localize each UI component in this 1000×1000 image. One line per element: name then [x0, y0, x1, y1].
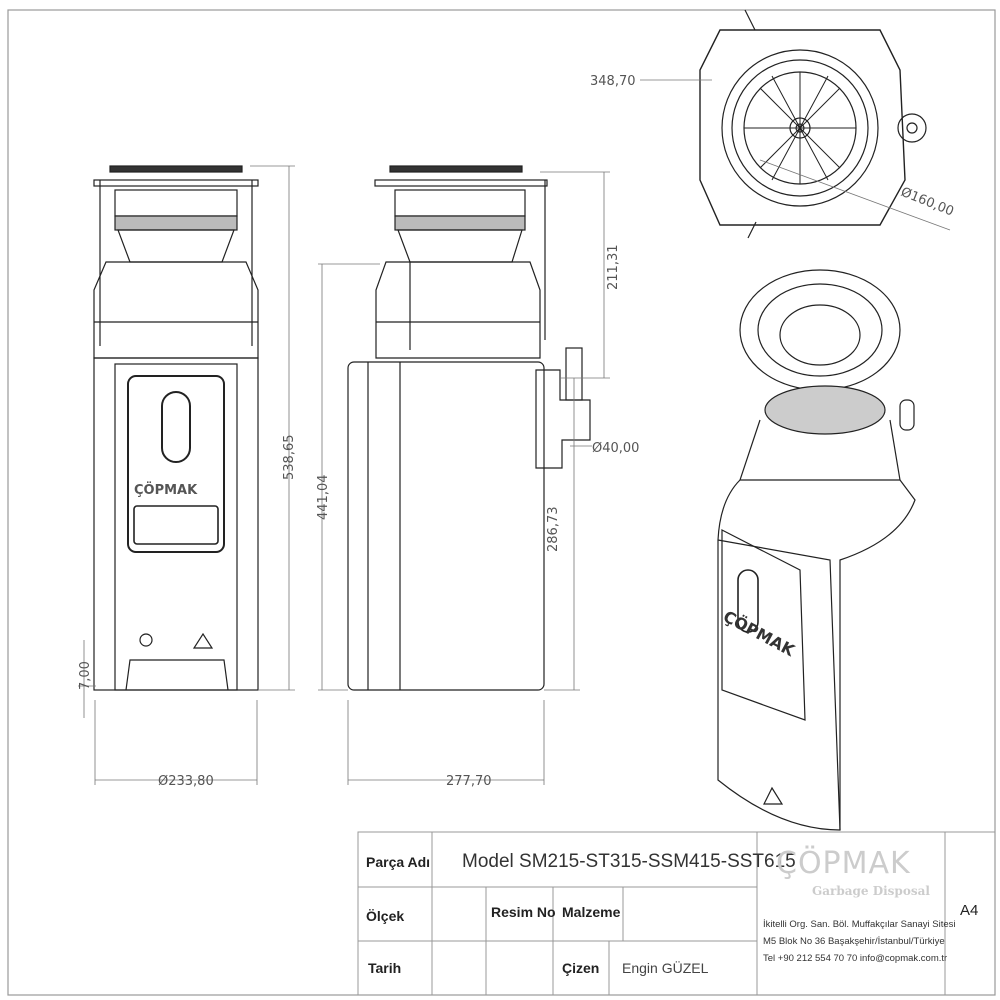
iso-brand-label: ÇÖPMAK	[720, 607, 798, 661]
dim-total-height: 538,65	[282, 435, 297, 481]
drawn-by-label: Çizen	[562, 960, 600, 976]
company-logo: ÇÖPMAK	[776, 846, 911, 881]
front-view	[93, 165, 259, 691]
address-line-1: İkitelli Org. San. Böl. Muffakçılar Sana…	[763, 919, 956, 930]
dim-lower-height: 286,73	[546, 507, 561, 553]
dim-body-height: 441,04	[316, 475, 331, 521]
part-name-label: Parça Adı	[366, 854, 431, 870]
material-label: Malzeme	[562, 904, 621, 920]
isometric-view	[717, 269, 916, 831]
dim-outlet-diameter: Ø40,00	[592, 441, 639, 456]
drawn-by-value: Engin GÜZEL	[622, 960, 709, 976]
top-view	[699, 9, 927, 239]
front-brand-label: ÇÖPMAK	[134, 482, 198, 498]
dim-front-diameter: Ø233,80	[158, 774, 214, 789]
title-block-grid	[357, 831, 996, 996]
side-view	[347, 165, 591, 691]
drawing-no-label: Resim No	[491, 904, 556, 920]
dim-foot-height: 7,00	[78, 661, 93, 690]
address-line-2: M5 Blok No 36 Başakşehir/İstanbul/Türkiy…	[763, 936, 945, 947]
dim-side-depth: 277,70	[446, 774, 492, 789]
scale-label: Ölçek	[366, 908, 405, 924]
date-label: Tarih	[368, 960, 402, 976]
company-logo-subtitle: Garbage Disposal	[812, 884, 930, 898]
dimension-lines	[78, 79, 951, 785]
part-name-value: Model SM215-ST315-SSM415-SST615	[462, 851, 796, 872]
sheet-size: A4	[960, 901, 979, 919]
dim-upper-height: 211,31	[606, 245, 621, 291]
dim-top-width: 348,70	[590, 74, 636, 89]
contact-line: Tel +90 212 554 70 70 info@copmak.com.tr	[763, 953, 948, 964]
